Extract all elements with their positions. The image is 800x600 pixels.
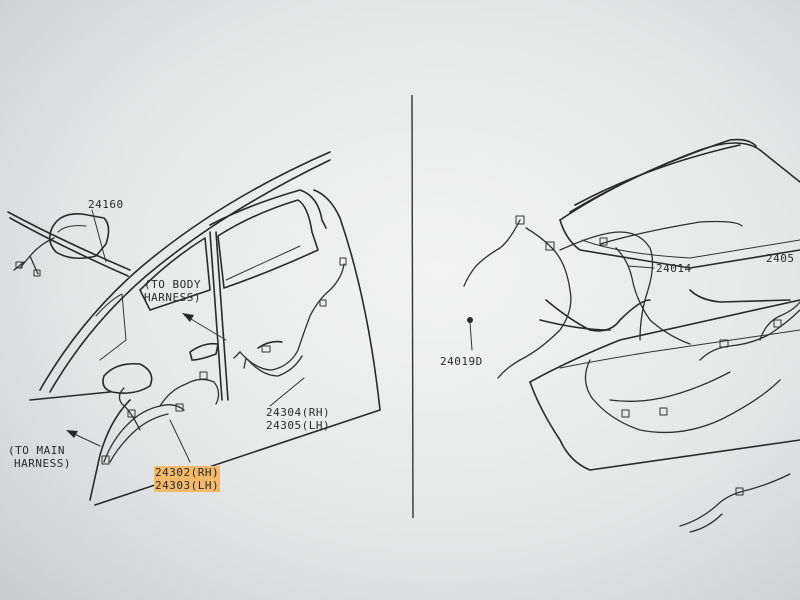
label-24019d: 24019D: [440, 355, 483, 368]
label-24305-lh: 24305(LH): [266, 419, 331, 432]
label-to-main-harness-2: HARNESS): [14, 457, 71, 470]
highlighted-part-number-lh: 24303(LH): [154, 479, 221, 492]
back-door-harness-wires: [463, 215, 800, 533]
highlighted-part-number: 24302(RH): [154, 466, 221, 479]
label-2405-partial: 2405: [766, 252, 795, 265]
label-24014: 24014: [656, 262, 692, 275]
label-to-body-harness-2: HARNESS): [144, 291, 201, 304]
door-harness-wires: [101, 257, 347, 465]
label-24303-lh: 24303(LH): [154, 479, 221, 492]
leader-arrows: [66, 313, 305, 463]
label-24160: 24160: [88, 198, 124, 211]
car-body-left: [7, 151, 381, 506]
hatchback-rear: [529, 138, 800, 471]
label-to-body-harness-1: (TO BODY: [144, 278, 201, 291]
leader-24160: [91, 209, 107, 263]
panel-divider: [411, 94, 414, 519]
label-24304-rh: 24304(RH): [266, 406, 331, 419]
right-leaders: [467, 265, 655, 351]
label-to-main-harness-1: (TO MAIN: [8, 444, 65, 457]
label-24302-rh: 24302(RH): [154, 466, 221, 479]
